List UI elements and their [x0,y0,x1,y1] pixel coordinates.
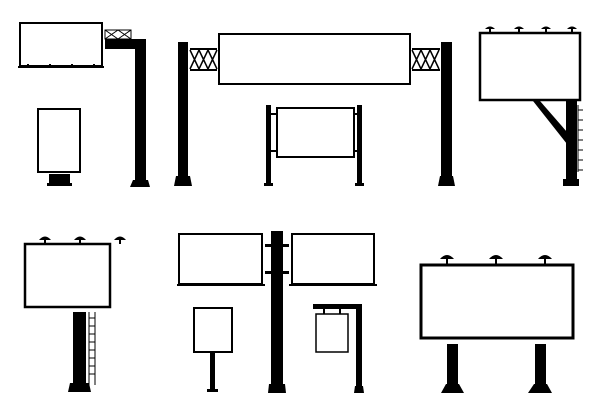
gantry-billboard-icon [174,33,455,186]
hanging-sign-icon [313,304,364,393]
lit-billboard-icon [23,236,126,392]
small-sign-icon [193,307,233,392]
double-billboard-icon [177,231,377,393]
two-post-sign-icon [264,105,364,186]
two-leg-billboard-icon [419,255,575,393]
billboard-on-arm-icon [18,22,150,187]
lightbox-icon [37,108,81,186]
unipole-billboard-icon [478,26,583,186]
